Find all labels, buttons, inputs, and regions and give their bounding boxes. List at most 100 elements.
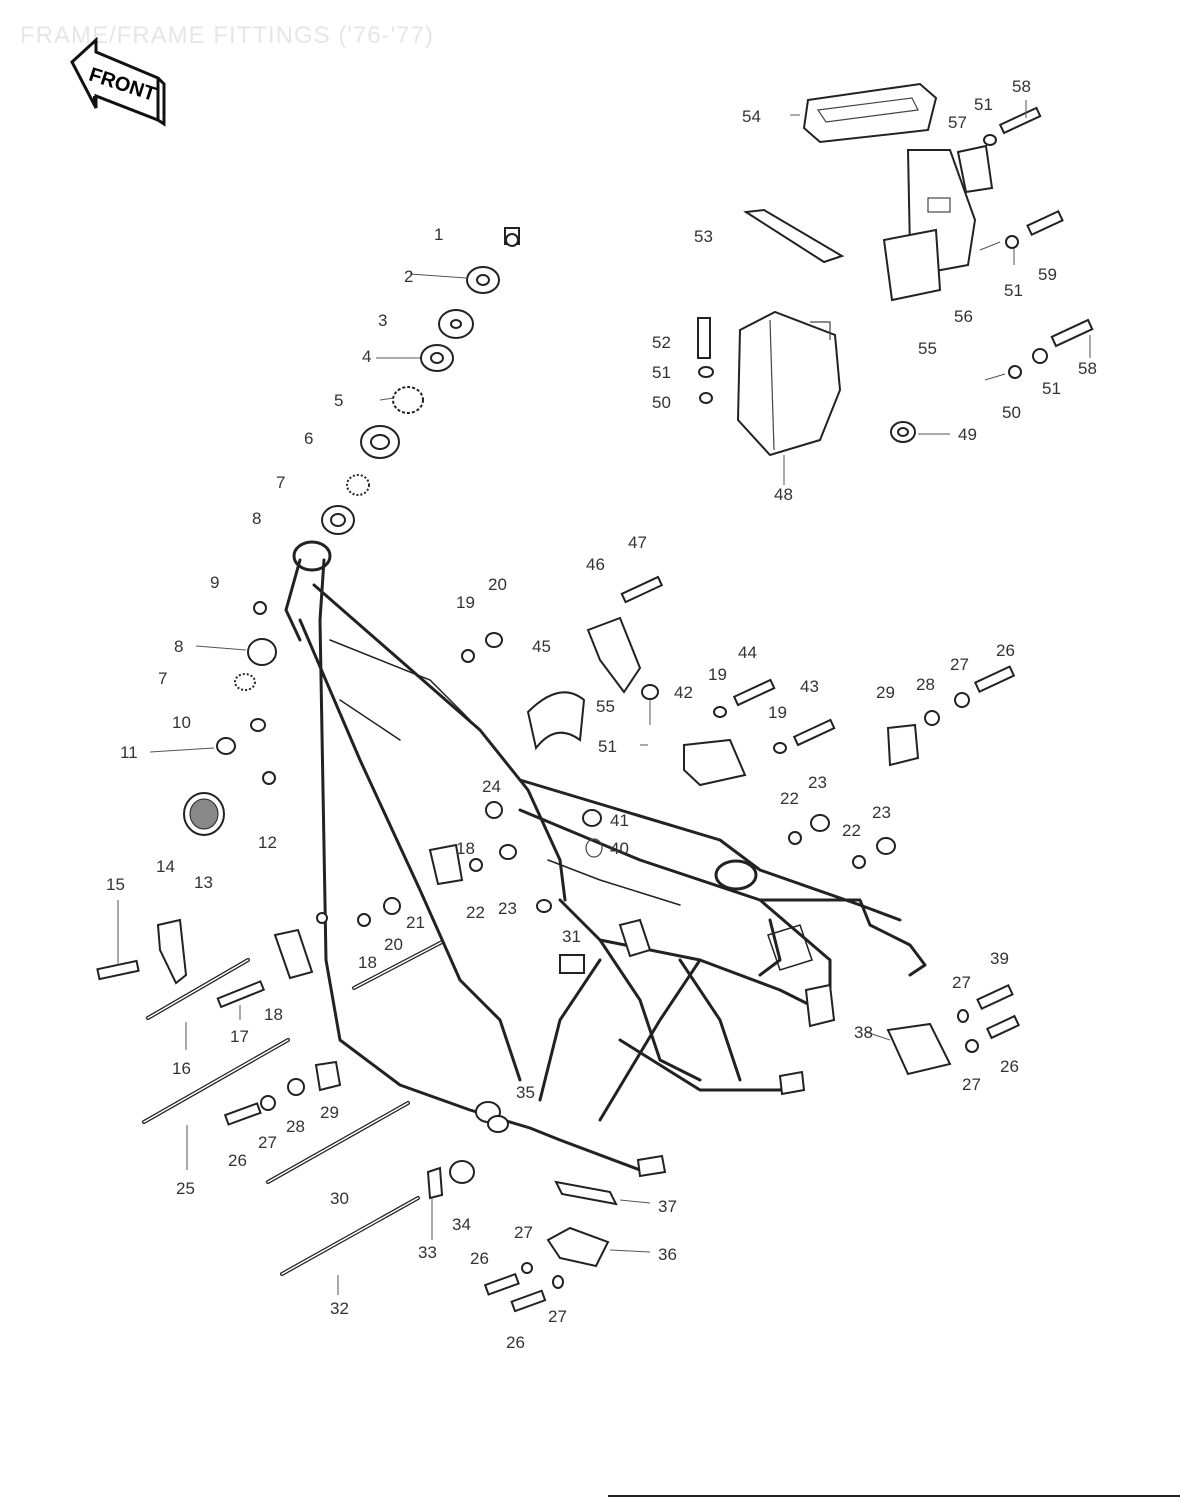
callout-48: 48 <box>774 485 793 504</box>
callout-19-b: 19 <box>708 665 727 684</box>
bolt-47 <box>620 575 664 604</box>
battery-box-assembly <box>697 82 1094 457</box>
callout-38: 38 <box>854 1023 873 1042</box>
left-side-parts <box>96 718 475 1276</box>
callout-27-d: 27 <box>950 655 969 674</box>
callout-6: 6 <box>304 429 313 448</box>
bolt-58-low <box>1050 318 1094 348</box>
block-31 <box>559 954 585 974</box>
callout-53: 53 <box>694 227 713 246</box>
callout-27-e: 27 <box>952 973 971 992</box>
callout-23-a: 23 <box>498 899 517 918</box>
callout-47: 47 <box>628 533 647 552</box>
callout-5: 5 <box>334 391 343 410</box>
callout-34: 34 <box>452 1215 471 1234</box>
main-frame <box>284 540 927 1178</box>
callout-17: 17 <box>230 1027 249 1046</box>
callout-57: 57 <box>948 113 967 132</box>
callout-26-d: 26 <box>996 641 1015 660</box>
callout-7-top: 7 <box>276 473 285 492</box>
callout-26-c: 26 <box>506 1333 525 1352</box>
callout-18-a: 18 <box>264 1005 283 1024</box>
callout-46: 46 <box>586 555 605 574</box>
callout-22-a: 22 <box>466 903 485 922</box>
bolt-59 <box>1026 209 1064 237</box>
middle-parts <box>316 575 1016 927</box>
callout-21: 21 <box>406 913 425 932</box>
cap-9 <box>253 601 267 615</box>
bracket-36 <box>546 1226 610 1268</box>
plate-18 <box>273 928 314 980</box>
callout-29-b: 29 <box>876 683 895 702</box>
callout-49: 49 <box>958 425 977 444</box>
bolt-26-right <box>973 665 1016 693</box>
callout-36: 36 <box>658 1245 677 1264</box>
callout-27-a: 27 <box>258 1133 277 1152</box>
callout-14: 14 <box>156 857 175 876</box>
bolt-26-left <box>223 1102 262 1126</box>
callout-27-f: 27 <box>962 1075 981 1094</box>
callout-25: 25 <box>176 1179 195 1198</box>
race-8-lower <box>247 638 277 666</box>
callout-13: 13 <box>194 873 213 892</box>
callout-1: 1 <box>434 225 443 244</box>
callout-24: 24 <box>482 777 501 796</box>
callout-19-c: 19 <box>768 703 787 722</box>
plate-57 <box>956 144 994 194</box>
bracket-14 <box>156 918 188 985</box>
callout-40: 40 <box>610 839 629 858</box>
callout-51-b: 51 <box>652 363 671 382</box>
steering-stack-parts <box>234 227 520 691</box>
bracket-29-left <box>314 1060 342 1092</box>
callout-23-b: 23 <box>808 773 827 792</box>
callout-27-b: 27 <box>514 1223 533 1242</box>
cap-34 <box>449 1160 475 1184</box>
callout-54: 54 <box>742 107 761 126</box>
callout-26-e: 26 <box>1000 1057 1019 1076</box>
strap-53 <box>743 208 845 264</box>
callout-23-c: 23 <box>872 803 891 822</box>
bolt-58-top <box>998 106 1042 135</box>
callout-12: 12 <box>258 833 277 852</box>
callout-51-a: 51 <box>974 95 993 114</box>
callout-41: 41 <box>610 811 629 830</box>
bolt-26-low1 <box>483 1272 520 1296</box>
callout-55-b: 55 <box>596 697 615 716</box>
callout-20-b: 20 <box>384 935 403 954</box>
callout-55-a: 55 <box>918 339 937 358</box>
balls-7 <box>346 474 370 496</box>
callout-51-e: 51 <box>598 737 617 756</box>
callout-45: 45 <box>532 637 551 656</box>
callout-7-low: 7 <box>158 669 167 688</box>
callout-18-b: 18 <box>358 953 377 972</box>
front-arrow-badge: FRONT <box>70 36 166 127</box>
cushion-45 <box>526 691 586 751</box>
leader-lines <box>117 100 1091 1295</box>
bolt-26-low2 <box>510 1289 547 1313</box>
callout-59: 59 <box>1038 265 1057 284</box>
callout-51-c: 51 <box>1004 281 1023 300</box>
bolt-17 <box>216 980 266 1009</box>
lower-right-parts <box>483 983 1021 1313</box>
battery-case-48 <box>736 310 842 457</box>
callout-2: 2 <box>404 267 413 286</box>
bolt-39 <box>976 983 1014 1011</box>
callout-33: 33 <box>418 1243 437 1262</box>
callout-22-b: 22 <box>780 789 799 808</box>
callout-39: 39 <box>990 949 1009 968</box>
bracket-38 <box>886 1022 952 1076</box>
callout-56: 56 <box>954 307 973 326</box>
callout-58-a: 58 <box>1012 77 1031 96</box>
callout-19-a: 19 <box>456 593 475 612</box>
callout-18-c: 18 <box>456 839 475 858</box>
callout-32: 32 <box>330 1299 349 1318</box>
callout-50-a: 50 <box>652 393 671 412</box>
callout-42: 42 <box>674 683 693 702</box>
bracket-46 <box>586 616 642 694</box>
diagram-title: FRAME/FRAME FITTINGS ('76-'77) <box>20 22 434 49</box>
bolt-15 <box>96 959 140 981</box>
seat-bracket <box>714 859 758 891</box>
pad-37 <box>554 1180 618 1206</box>
callout-4: 4 <box>362 347 371 366</box>
